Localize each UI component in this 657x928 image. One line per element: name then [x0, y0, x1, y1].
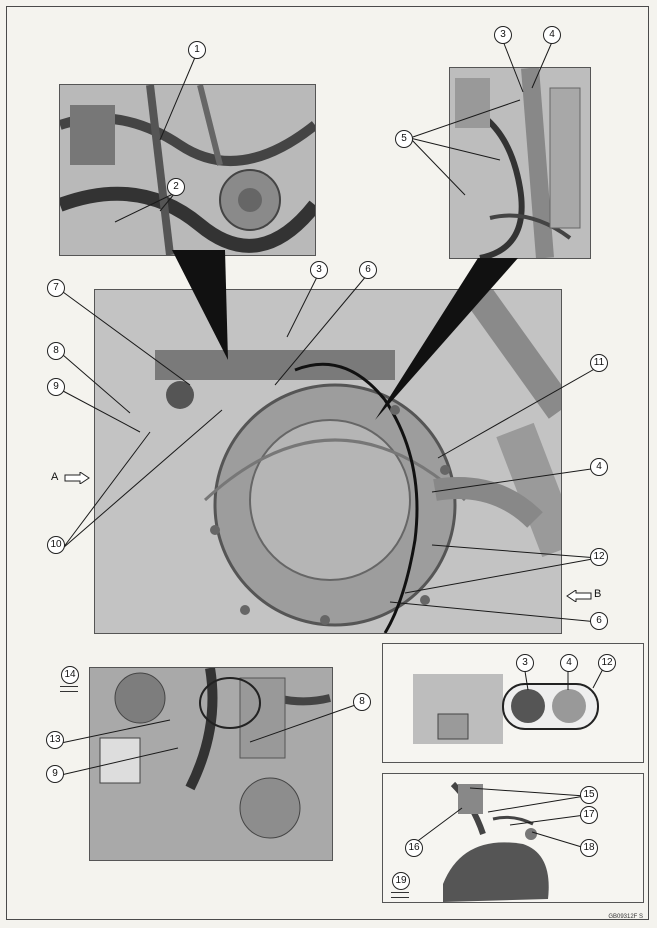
callout-3-tube: 3: [516, 654, 534, 672]
callout-12-tube: 12: [598, 654, 616, 672]
inset-photo-bottom-right: [382, 773, 644, 903]
top-right-photo-art: [450, 68, 590, 258]
inset-photo-bottom-left: [89, 667, 333, 861]
callout-4-top-right: 4: [543, 26, 561, 44]
callout-4-main: 4: [590, 458, 608, 476]
callout-11: 11: [590, 354, 608, 372]
top-left-photo-art: [60, 85, 315, 255]
arrow-right-icon: [64, 472, 90, 484]
callout-12-main: 12: [590, 548, 608, 566]
view-label-a: A: [51, 471, 59, 483]
callout-16: 16: [405, 839, 423, 857]
callout-3-main: 3: [310, 261, 328, 279]
callout-8-main: 8: [47, 342, 65, 360]
tube-section-art: [413, 674, 599, 744]
callout-1: 1: [188, 41, 206, 59]
callout-19: 19: [392, 872, 410, 890]
inset-photo-top-left: [59, 84, 316, 256]
view-marker-14: [60, 686, 78, 692]
view-marker-19: [391, 892, 409, 898]
figure-code: GB09312F S: [608, 914, 643, 920]
callout-10: 10: [47, 536, 65, 554]
callout-9-main: 9: [47, 378, 65, 396]
view-label-b: B: [594, 588, 602, 600]
callout-2: 2: [167, 178, 185, 196]
callout-6-main-top: 6: [359, 261, 377, 279]
callout-7: 7: [47, 279, 65, 297]
callout-18: 18: [580, 839, 598, 857]
callout-13: 13: [46, 731, 64, 749]
callout-17: 17: [580, 806, 598, 824]
callout-4-tube: 4: [560, 654, 578, 672]
page-frame: [6, 6, 649, 920]
bottom-left-photo-art: [90, 668, 332, 860]
bottom-right-photo-art: [443, 781, 549, 902]
callout-6-main-bottom: 6: [590, 612, 608, 630]
callout-3-top-right: 3: [494, 26, 512, 44]
arrow-left-icon: [566, 590, 592, 602]
inset-photo-top-right: [449, 67, 591, 259]
main-engine-photo: [94, 289, 562, 634]
callout-9-bottom: 9: [46, 765, 64, 783]
main-engine-art: [95, 290, 561, 633]
callout-14: 14: [61, 666, 79, 684]
callout-15: 15: [580, 786, 598, 804]
callout-5: 5: [395, 130, 413, 148]
callout-8-bottom: 8: [353, 693, 371, 711]
